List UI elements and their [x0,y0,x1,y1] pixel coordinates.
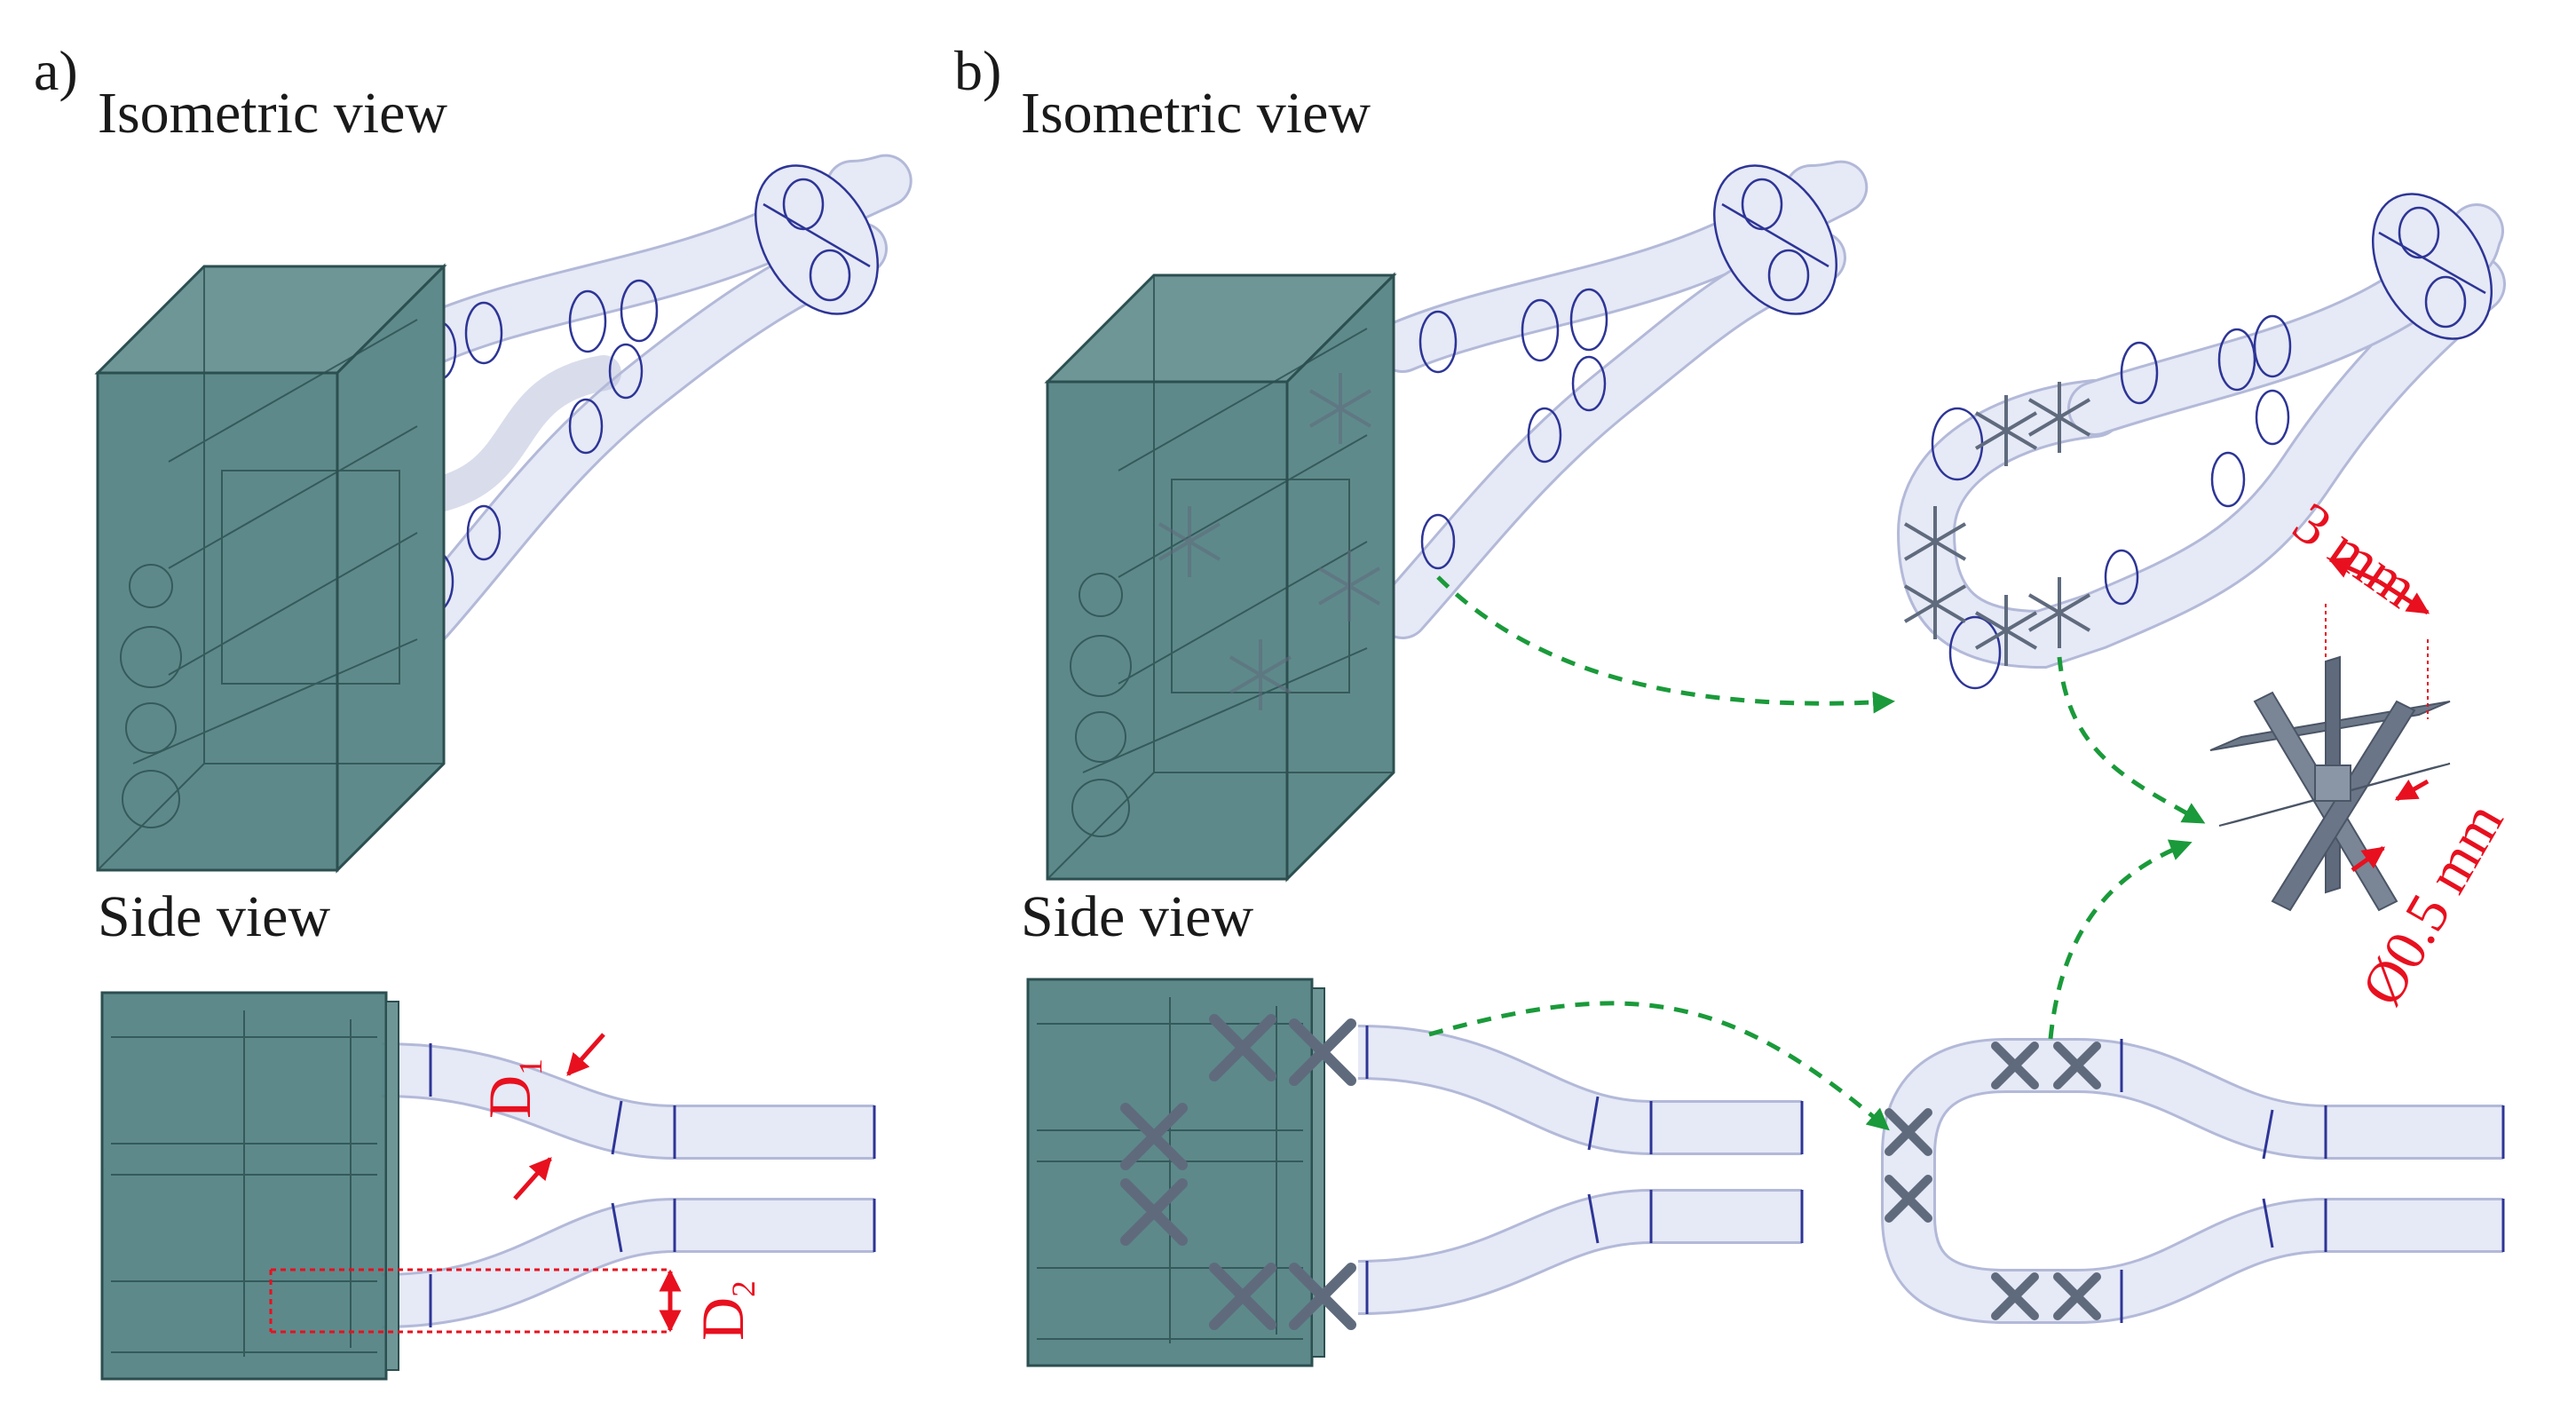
green-arrows [1428,575,2206,1131]
panel-b-side-channel [1881,1038,2505,1324]
panel-b-side [1026,978,1804,1367]
panel-a-housing [96,265,446,872]
panel-b-iso-channel [1896,193,2506,690]
d2-label: D2 [689,1280,763,1341]
panel-a-side-title: Side view [98,884,331,949]
panel-b-iso-title: Isometric view [1021,81,1371,146]
d1-dimension [513,1033,605,1200]
panel-a-iso-title: Isometric view [98,81,448,146]
panel-a-inlet-cap [755,164,879,315]
panel-b-side-housing [1026,978,1326,1367]
panel-b-isometric [1046,160,1869,881]
panel-a-label: a) [34,39,78,102]
panel-b-side-title: Side view [1021,884,1254,949]
d2-dimension [269,1268,670,1334]
panel-b-label: b) [954,39,1002,102]
panel-b-housing [1046,273,1395,881]
panel-a-side [100,991,876,1381]
panel-a-isometric [96,154,913,872]
cross-element [2209,557,2451,912]
d1-label: D1 [476,1058,550,1119]
panel-a-side-housing [100,991,400,1381]
